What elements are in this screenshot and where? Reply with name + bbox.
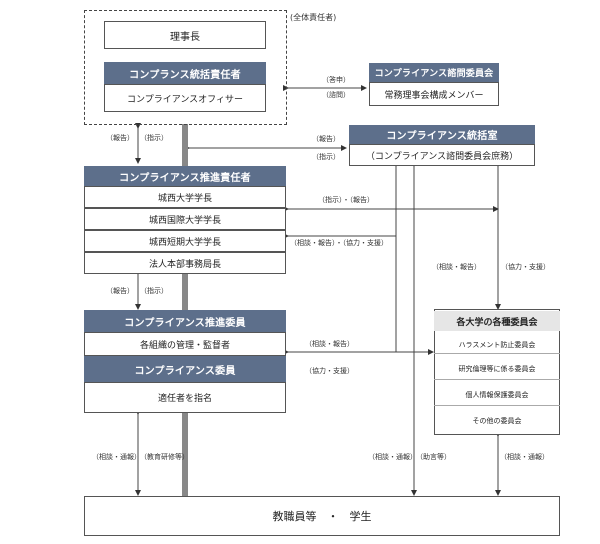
label-kyoryoku-right: （協力・支援） xyxy=(501,263,550,271)
label-hokoku-top: （報告） xyxy=(312,135,340,143)
univ-committees-header: 各大学の各種委員会 xyxy=(434,311,560,331)
central-bar-3 xyxy=(182,413,188,496)
central-bar-2 xyxy=(182,274,188,310)
label-shimon: （諮問） xyxy=(322,91,350,99)
promotion-resp-row: 城西大学学長 xyxy=(84,186,286,208)
promotion-member-desc: 各組織の管理・監督者 xyxy=(84,332,286,356)
committee-member-header: コンプライアンス委員 xyxy=(84,356,286,382)
label-kyoiku: （教育研修等） xyxy=(140,453,189,461)
promotion-resp-header: コンプライアンス推進責任者 xyxy=(84,166,286,186)
label-sodan-tsuho-mid: （相談・通報） xyxy=(368,453,417,461)
label-sodan-tsuho-left: （相談・通報） xyxy=(92,453,141,461)
label-hokoku-mid: （報告） xyxy=(106,287,134,295)
label-shiji-hokoku: （指示）・（報告） xyxy=(318,196,374,204)
label-shiji-top: （指示） xyxy=(312,153,340,161)
promotion-resp-row: 城西短期大学学長 xyxy=(84,230,286,252)
overall-label: (全体責任者) xyxy=(290,13,337,22)
label-kyoryoku-mid: （協力・支援） xyxy=(305,367,354,375)
advisory-header: コンプライアンス諮問委員会 xyxy=(369,63,499,82)
committee-item: 研究倫理等に係る委員会 xyxy=(434,358,560,380)
promotion-member-header: コンプライアンス推進委員 xyxy=(84,310,286,332)
committee-item: その他の委員会 xyxy=(472,417,522,425)
label-shiji-mid: （指示） xyxy=(140,287,168,295)
central-bar-1 xyxy=(182,124,188,171)
label-sodan-kyoryoku: （相談・報告）・（協力・支援） xyxy=(290,239,388,247)
label-shiji-left: （指示） xyxy=(140,134,168,142)
committee-item: 個人情報保護委員会 xyxy=(434,384,560,406)
label-sodan-tsuho-right: （相談・通報） xyxy=(500,453,549,461)
label-sodan-hokoku-right: （相談・報告） xyxy=(432,263,481,271)
label-sodan-hokoku-mid: （相談・報告） xyxy=(305,340,354,348)
integration-sub: （コンプライアンス諮問委員会庶務） xyxy=(349,144,535,166)
label-jogen: （助言等） xyxy=(416,453,451,461)
officer-header: コンプランス統括責任者 xyxy=(104,62,266,84)
integration-header: コンプライアンス統括室 xyxy=(349,125,535,144)
committee-item: ハラスメント防止委員会 xyxy=(434,336,560,354)
promotion-resp-row: 城西国際大学学長 xyxy=(84,208,286,230)
officer-box: コンプライアンスオフィサー xyxy=(104,84,266,112)
label-hokoku-left: （報告） xyxy=(106,134,134,142)
promotion-resp-row: 法人本部事務局長 xyxy=(84,252,286,274)
label-toshin: （答申） xyxy=(322,76,350,84)
director-box: 理事長 xyxy=(104,21,266,49)
staff-students-box: 教職員等 ・ 学生 xyxy=(84,496,560,536)
top-group xyxy=(84,10,287,125)
advisory-members: 常務理事会構成メンバー xyxy=(369,82,499,106)
committee-member-desc: 適任者を指名 xyxy=(84,382,286,413)
